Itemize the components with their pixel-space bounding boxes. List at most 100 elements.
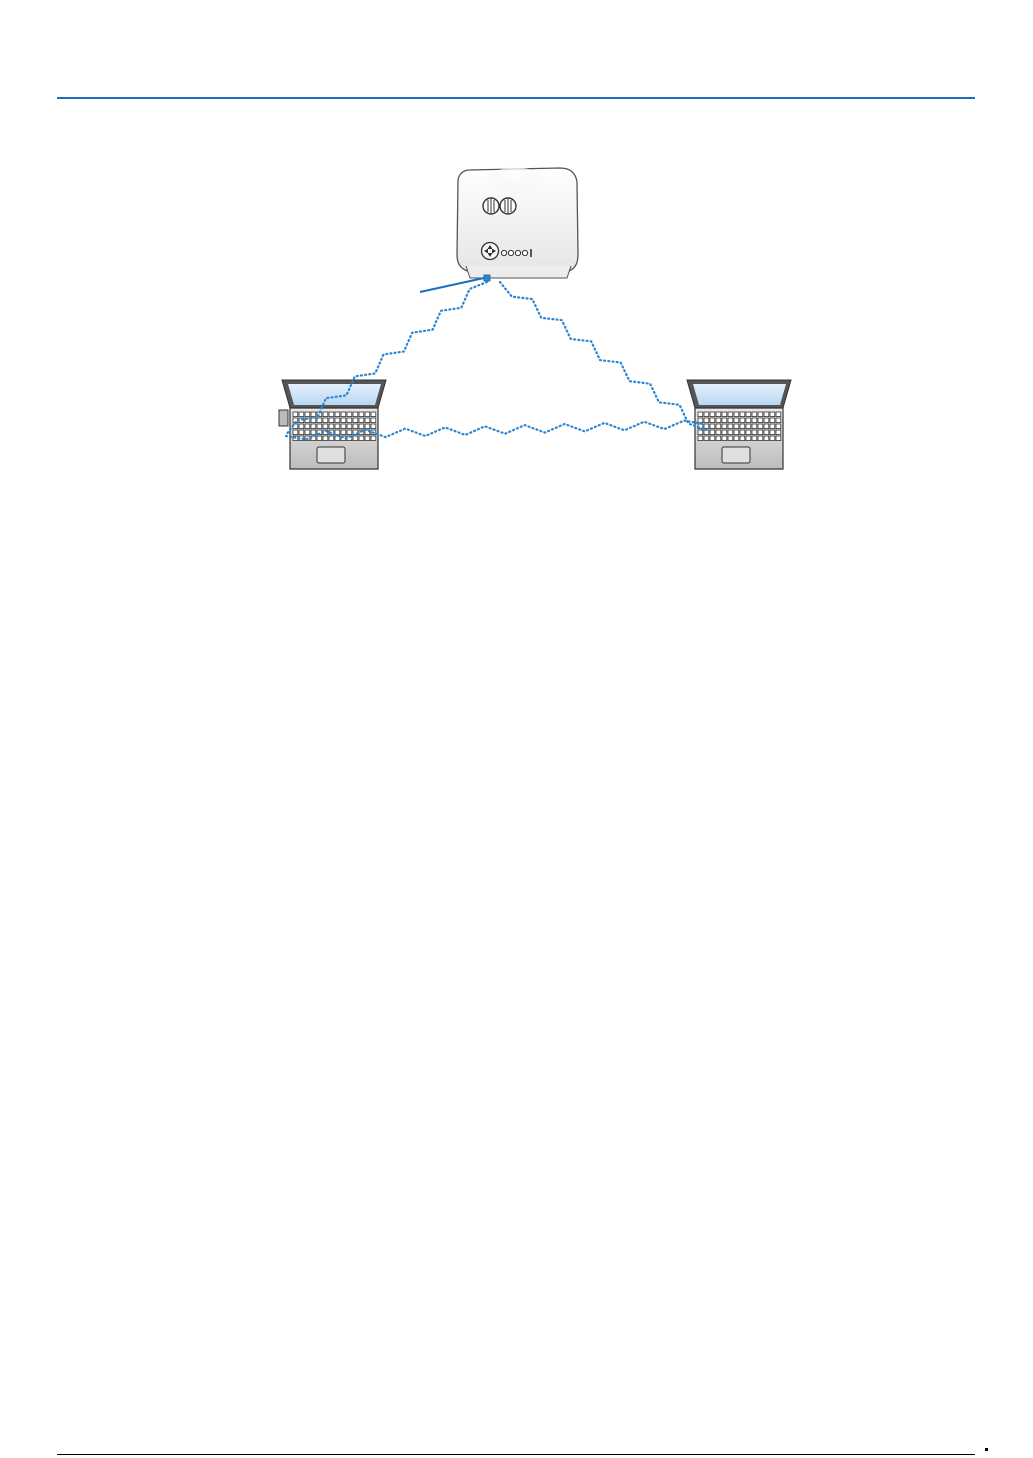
keyboard-key bbox=[740, 412, 745, 417]
keyboard-key bbox=[716, 430, 721, 435]
keyboard-key bbox=[734, 424, 739, 429]
keyboard-key bbox=[323, 424, 328, 429]
keyboard-key bbox=[329, 418, 334, 423]
keyboard-key bbox=[341, 430, 346, 435]
keyboard-key bbox=[371, 424, 376, 429]
keyboard-key bbox=[776, 430, 781, 435]
keyboard-key bbox=[698, 412, 703, 417]
keyboard-key bbox=[752, 418, 757, 423]
keyboard-key bbox=[317, 418, 322, 423]
keyboard-key bbox=[758, 430, 763, 435]
keyboard-key bbox=[734, 412, 739, 417]
wireless-adapter-icon bbox=[484, 275, 490, 281]
keyboard-key bbox=[698, 430, 703, 435]
control-pad-icon bbox=[482, 243, 499, 260]
keyboard-key bbox=[359, 436, 364, 441]
zoom-dial-icon bbox=[500, 198, 516, 214]
keyboard-key bbox=[770, 424, 775, 429]
keyboard-key bbox=[758, 418, 763, 423]
keyboard-key bbox=[704, 424, 709, 429]
footer-rule bbox=[57, 1454, 975, 1455]
keyboard-key bbox=[305, 424, 310, 429]
keyboard-key bbox=[752, 436, 757, 441]
keyboard-key bbox=[365, 424, 370, 429]
keyboard-key bbox=[347, 430, 352, 435]
keyboard-key bbox=[764, 430, 769, 435]
keyboard-key bbox=[371, 418, 376, 423]
projector-icon bbox=[457, 167, 578, 281]
keyboard-key bbox=[329, 412, 334, 417]
keyboard-key bbox=[311, 412, 316, 417]
keyboard-key bbox=[740, 418, 745, 423]
keyboard-key bbox=[710, 418, 715, 423]
keyboard-key bbox=[716, 418, 721, 423]
keyboard-key bbox=[335, 418, 340, 423]
keyboard-key bbox=[335, 412, 340, 417]
keyboard-key bbox=[710, 412, 715, 417]
keyboard-key bbox=[776, 418, 781, 423]
keyboard-key bbox=[728, 424, 733, 429]
laptop-left-icon bbox=[279, 380, 386, 469]
keyboard-key bbox=[329, 436, 334, 441]
keyboard-key bbox=[764, 436, 769, 441]
keyboard-key bbox=[752, 424, 757, 429]
keyboard-key bbox=[734, 418, 739, 423]
keyboard-key bbox=[323, 436, 328, 441]
touchpad-right bbox=[722, 447, 750, 463]
keyboard-key bbox=[323, 418, 328, 423]
keyboard-key bbox=[353, 418, 358, 423]
keyboard-key bbox=[359, 412, 364, 417]
keyboard-key bbox=[746, 430, 751, 435]
keyboard-key bbox=[716, 424, 721, 429]
keyboard-key bbox=[293, 430, 298, 435]
keyboard-key bbox=[722, 418, 727, 423]
keyboard-key bbox=[770, 430, 775, 435]
keyboard-key bbox=[347, 412, 352, 417]
keyboard-key bbox=[734, 436, 739, 441]
usb-adapter-icon bbox=[279, 410, 288, 426]
keyboard-key bbox=[722, 436, 727, 441]
keyboard-key bbox=[341, 418, 346, 423]
keyboard-key bbox=[728, 430, 733, 435]
keyboard-key bbox=[299, 430, 304, 435]
keyboard-key bbox=[776, 412, 781, 417]
keyboard-key bbox=[722, 412, 727, 417]
keyboard-key bbox=[716, 436, 721, 441]
keyboard-key bbox=[746, 424, 751, 429]
wireless-network-diagram bbox=[0, 0, 1033, 520]
page-mark bbox=[985, 1448, 988, 1451]
keyboard-key bbox=[305, 430, 310, 435]
keyboard-key bbox=[365, 436, 370, 441]
keyboard-key bbox=[716, 412, 721, 417]
keyboard-key bbox=[299, 412, 304, 417]
keyboard-key bbox=[371, 412, 376, 417]
keyboard-key bbox=[698, 418, 703, 423]
keyboard-key bbox=[734, 430, 739, 435]
keyboard-key bbox=[323, 412, 328, 417]
keyboard-key bbox=[710, 424, 715, 429]
keyboard-key bbox=[365, 418, 370, 423]
keyboard-key bbox=[770, 412, 775, 417]
touchpad-left bbox=[317, 447, 345, 463]
keyboard-key bbox=[740, 424, 745, 429]
keyboard-key bbox=[305, 412, 310, 417]
keyboard-key bbox=[359, 418, 364, 423]
keyboard-key bbox=[752, 430, 757, 435]
keyboard-key bbox=[335, 424, 340, 429]
keyboard-key bbox=[758, 424, 763, 429]
keyboard-key bbox=[758, 436, 763, 441]
keyboard-key bbox=[329, 424, 334, 429]
keyboard-key bbox=[764, 418, 769, 423]
keyboard-key bbox=[728, 436, 733, 441]
keyboard-key bbox=[698, 436, 703, 441]
keyboard-key bbox=[764, 424, 769, 429]
wireless-link-projector-right bbox=[500, 282, 706, 430]
keyboard-key bbox=[317, 424, 322, 429]
keyboard-key bbox=[710, 436, 715, 441]
focus-dial-icon bbox=[483, 198, 499, 214]
keyboard-key bbox=[311, 424, 316, 429]
keyboard-key bbox=[365, 412, 370, 417]
callout-leader-line bbox=[420, 278, 484, 292]
keyboard-key bbox=[770, 436, 775, 441]
keyboard-key bbox=[746, 412, 751, 417]
